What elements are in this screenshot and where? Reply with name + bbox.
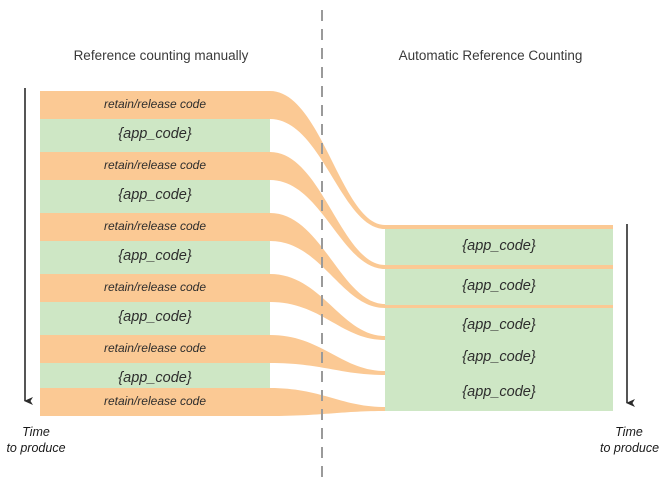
axis-label-right-line2: to produce — [600, 441, 659, 455]
left-retain-release-block-1 — [40, 91, 270, 119]
right-app-code-block-3 — [385, 308, 613, 344]
flow-ribbon-1 — [270, 91, 385, 229]
axis-label-left-line1: Time — [22, 425, 50, 439]
left-retain-release-block-9 — [40, 335, 270, 363]
right-app-code-block-5 — [385, 375, 613, 411]
right-separator-line-3 — [385, 304, 613, 308]
right-app-code-block-2 — [385, 269, 613, 305]
left-retain-release-block-7 — [40, 274, 270, 302]
left-app-code-block-8 — [40, 302, 270, 335]
right-separator-line-1 — [385, 225, 613, 229]
left-app-code-block-6 — [40, 241, 270, 274]
left-retain-release-block-5 — [40, 213, 270, 241]
left-retain-release-block-11 — [40, 388, 270, 416]
left-app-code-block-4 — [40, 180, 270, 213]
flow-ribbon-4 — [270, 274, 385, 340]
axis-label-time-to-produce-left: Time to produce — [0, 424, 72, 456]
heading-reference-counting-manually: Reference counting manually — [73, 48, 249, 63]
axis-label-time-to-produce-right: Time to produce — [600, 424, 659, 456]
left-retain-release-block-3 — [40, 152, 270, 180]
right-app-code-block-4 — [385, 340, 613, 376]
flow-ribbon-5 — [270, 335, 385, 375]
flow-ribbon-3 — [270, 213, 385, 308]
flow-ribbon-6 — [270, 388, 385, 416]
heading-automatic-reference-counting: Automatic Reference Counting — [398, 48, 583, 63]
right-separator-line-2 — [385, 265, 613, 269]
right-app-code-block-1 — [385, 229, 613, 265]
flow-ribbon-2 — [270, 152, 385, 269]
axis-label-right-line1: Time — [615, 425, 643, 439]
left-app-code-block-2 — [40, 119, 270, 152]
axis-label-left-line2: to produce — [6, 441, 66, 455]
